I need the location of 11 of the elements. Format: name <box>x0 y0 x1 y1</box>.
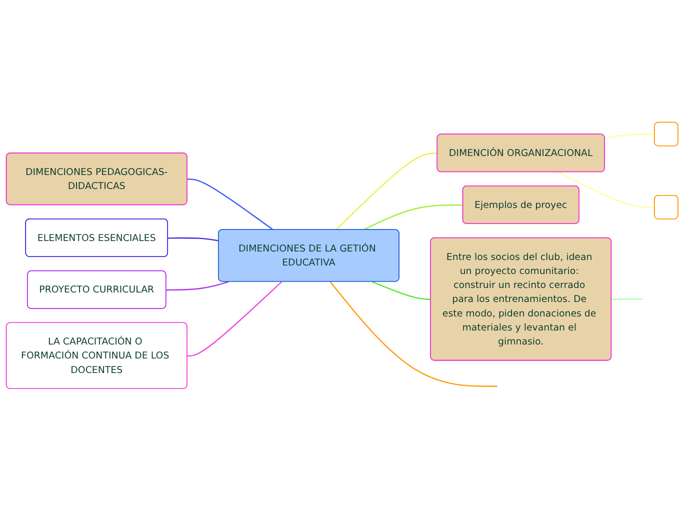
connector <box>372 281 431 300</box>
connector <box>330 281 498 387</box>
connector <box>604 134 655 139</box>
connector <box>187 281 282 356</box>
connector <box>336 152 438 230</box>
connector <box>363 204 464 230</box>
connector <box>187 178 274 230</box>
connector <box>168 237 219 242</box>
connector <box>166 281 229 290</box>
connector <box>612 298 643 300</box>
connector <box>558 171 655 208</box>
